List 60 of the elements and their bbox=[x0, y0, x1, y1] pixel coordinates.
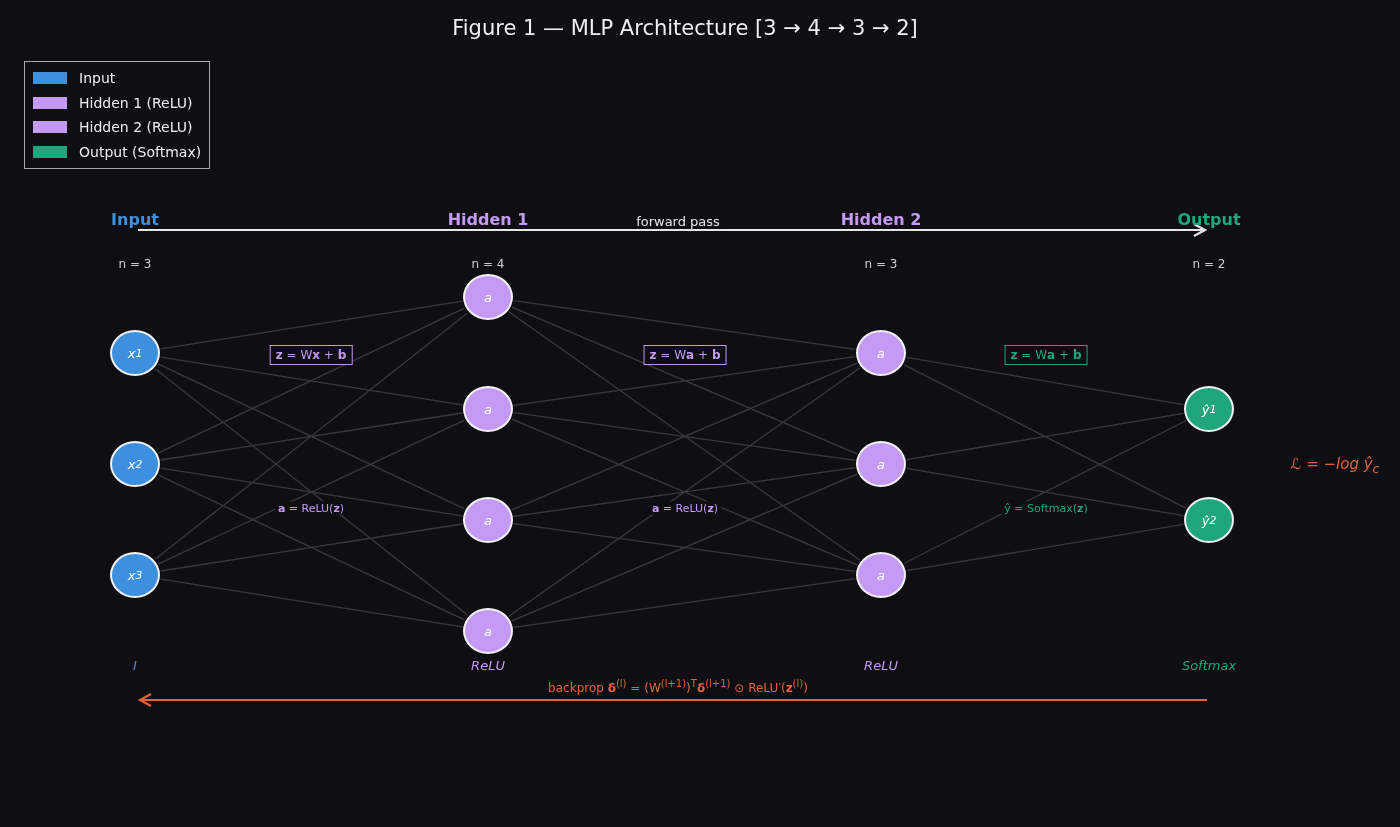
layer-size: n = 3 bbox=[864, 257, 898, 271]
connection-line bbox=[513, 356, 856, 406]
connection-line bbox=[157, 363, 466, 510]
connection-line bbox=[160, 412, 463, 461]
connection-line bbox=[511, 418, 858, 566]
arrow-label: forward pass bbox=[633, 213, 723, 229]
connection-line bbox=[160, 523, 463, 572]
neuron-circle: a bbox=[463, 274, 513, 320]
layer-size: n = 4 bbox=[471, 257, 505, 271]
activation-name: Softmax bbox=[1181, 657, 1237, 673]
layer-heading: Output bbox=[1177, 209, 1241, 229]
neuron-circle: a bbox=[856, 441, 906, 487]
connection-line bbox=[513, 578, 856, 628]
activation-name: ReLU bbox=[471, 657, 505, 673]
neuron-circle: a bbox=[856, 330, 906, 376]
connection-line bbox=[906, 523, 1184, 572]
connection-line bbox=[906, 356, 1184, 406]
connection-line bbox=[160, 578, 463, 628]
figure-title: Figure 1 — MLP Architecture [3 → 4 → 3 → 2] bbox=[452, 16, 918, 40]
legend-label: Hidden 1 (ReLU) bbox=[79, 94, 193, 111]
connection-line bbox=[511, 362, 858, 511]
legend-label: Hidden 2 (ReLU) bbox=[79, 119, 193, 136]
connection-line bbox=[513, 411, 856, 462]
connection-line bbox=[513, 467, 856, 517]
layer-size: n = 2 bbox=[1192, 257, 1226, 271]
connection-line bbox=[160, 300, 463, 350]
connection-line bbox=[154, 368, 469, 616]
connection-line bbox=[157, 474, 466, 621]
neuron-circle: a bbox=[463, 497, 513, 543]
connection-line bbox=[903, 420, 1187, 564]
neuron-circle: a bbox=[856, 552, 906, 598]
connection-line bbox=[513, 522, 856, 573]
connection-line bbox=[508, 311, 861, 561]
connection-line bbox=[160, 467, 463, 517]
formula-box: z = Wa + b bbox=[643, 345, 727, 365]
formula-box: z = Wa + b bbox=[1004, 345, 1088, 365]
connection-line bbox=[160, 356, 463, 406]
neuron-circle: a bbox=[463, 386, 513, 432]
connection-line bbox=[906, 467, 1184, 517]
layer-heading: Hidden 2 bbox=[840, 209, 922, 229]
activation-name: I bbox=[133, 657, 137, 673]
legend-label: Input bbox=[79, 70, 116, 87]
layer-heading: Input bbox=[111, 209, 159, 229]
connection-line bbox=[903, 364, 1187, 509]
activation-name: ReLU bbox=[864, 657, 898, 673]
connection-line bbox=[513, 300, 856, 350]
connection-line bbox=[157, 307, 466, 454]
connection-line bbox=[154, 312, 469, 560]
legend-label: Output (Softmax) bbox=[79, 143, 202, 160]
formula-box: z = Wx + b bbox=[269, 345, 353, 365]
loss-formula: ℒ = −log ŷ$_{c}$ bbox=[1290, 454, 1380, 476]
connection-line bbox=[906, 412, 1184, 461]
formula-text: a = ReLU(z) bbox=[648, 501, 722, 515]
layer-heading: Hidden 1 bbox=[447, 209, 529, 229]
connection-line bbox=[508, 367, 861, 617]
connection-line bbox=[511, 473, 858, 622]
connection-line bbox=[157, 419, 466, 565]
neuron-circle: a bbox=[463, 608, 513, 654]
connection-line bbox=[511, 306, 858, 455]
layer-size: n = 3 bbox=[118, 257, 152, 271]
